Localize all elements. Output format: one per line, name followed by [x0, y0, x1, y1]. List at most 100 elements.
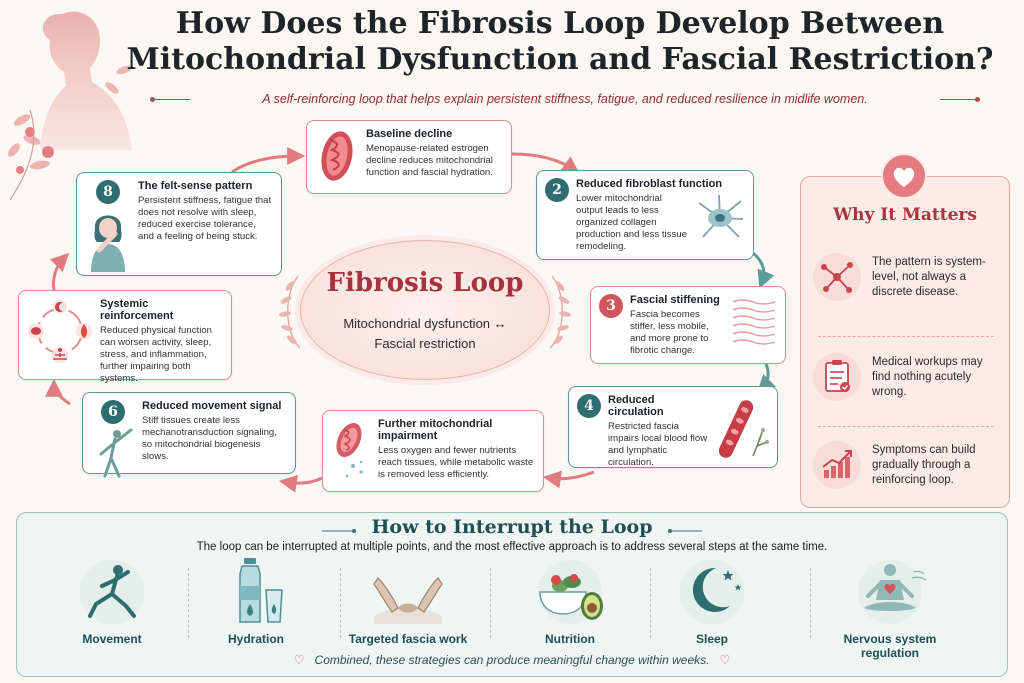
trend-up-icon [813, 441, 861, 489]
step-4-title: Reduced circulation [608, 394, 664, 418]
strategy-separator-1 [188, 568, 189, 638]
why-item-2-text: Medical workups may find nothing acutely… [872, 355, 983, 398]
massage-hands-icon [373, 577, 443, 624]
strategy-sleep-label: Sleep [695, 632, 728, 646]
why-item-2: Medical workups may find nothing acutely… [812, 352, 1002, 402]
step-4-card: 4 Reduced circulation Restricted fascia … [568, 386, 778, 468]
arrow-8-to-baseline [231, 147, 306, 174]
step-3-number: 3 [599, 294, 623, 318]
strategy-movement: Movement [42, 556, 182, 646]
arrow-4-to-5 [542, 470, 595, 489]
network-icon [813, 253, 861, 301]
strategy-nervous-system-label: Nervous system regulation [843, 632, 937, 660]
water-bottle-icon [239, 558, 283, 623]
strategy-fascia-work: Targeted fascia work [338, 556, 478, 646]
heart-outline-icon: ♡ [293, 653, 305, 667]
strategy-nutrition-label: Nutrition [545, 632, 595, 646]
why-item-1-text: The pattern is system-level, not always … [872, 255, 986, 298]
interrupt-loop-subtitle: The loop can be interrupted at multiple … [196, 541, 828, 553]
title-divider-decoration [322, 529, 702, 533]
strategy-separator-2 [340, 568, 341, 638]
step-2-number: 2 [545, 178, 569, 202]
why-item-3-text: Symptoms can build gradually through a r… [872, 443, 976, 486]
woman-silhouette-icon [8, 11, 132, 201]
step-7-body: Reduced physical function can worsen act… [100, 325, 212, 384]
fascia-fibers-icon [732, 299, 776, 345]
salad-bowl-icon [538, 560, 603, 624]
step-7-title: Systemic reinforcement [100, 298, 174, 322]
arrow-6-to-7 [45, 378, 71, 406]
subtitle-row: A self-reinforcing loop that helps expla… [150, 92, 980, 106]
step-baseline-body: Menopause-related estrogen decline reduc… [366, 143, 493, 178]
step-6-body: Stiff tissues create less mechanotransdu… [142, 415, 277, 462]
step-5-title: Further mitochondrial impairment [378, 418, 493, 442]
divider-left [150, 96, 190, 102]
page-title: How Does the Fibrosis Loop Develop Betwe… [120, 6, 1000, 78]
center-subtitle-line-1: Mitochondrial dysfunction ↔ [343, 316, 507, 331]
laurel-right-icon [549, 275, 571, 349]
title-line-2: Mitochondrial Dysfunction and Fascial Re… [126, 42, 994, 77]
arrow-2-to-3 [751, 250, 775, 289]
fibroblast-cell-icon [698, 194, 744, 238]
step-6-number: 6 [101, 400, 125, 424]
strategy-movement-label: Movement [82, 632, 142, 646]
step-6-card: 6 Reduced movement signal Stiff tissues … [82, 392, 296, 478]
why-it-matters-title: Why It Matters [833, 205, 977, 225]
arrow-3-to-4 [756, 363, 777, 394]
step-baseline-title: Baseline decline [366, 128, 453, 140]
step-2-title: Reduced fibroblast function [576, 178, 723, 190]
laurel-left-icon [279, 275, 301, 349]
stressed-woman-icon [91, 215, 125, 272]
strategy-sleep: Sleep [642, 556, 782, 646]
arrow-baseline-to-2 [511, 152, 580, 175]
step-3-title: Fascial stiffening [630, 294, 720, 306]
heart-icon [881, 153, 927, 199]
step-8-body: Persistent stiffness, fatigue that does … [138, 195, 272, 242]
why-item-3: Symptoms can build gradually through a r… [812, 440, 1002, 490]
interrupt-loop-footer: ♡ Combined, these strategies can produce … [16, 653, 1008, 667]
moon-stars-icon [680, 560, 744, 624]
title-line-1: How Does the Fibrosis Loop Develop Betwe… [175, 6, 945, 41]
step-2-body: Lower mitochondrial output leads to less… [576, 193, 687, 252]
meditation-icon [858, 560, 927, 624]
interrupt-loop-panel [16, 512, 1008, 677]
step-4-body: Restricted fascia impairs local blood fl… [608, 421, 708, 468]
interrupt-loop-title: How to Interrupt the Loop [371, 516, 653, 538]
step-4-number: 4 [577, 394, 601, 418]
center-ellipse [300, 240, 550, 380]
step-8-card: 8 The felt-sense pattern Persistent stif… [76, 172, 282, 276]
step-7-card: Systemic reinforcement Reduced physical … [18, 290, 232, 384]
strategy-separator-5 [810, 568, 811, 638]
step-5-card: Further mitochondrial impairment Less ox… [322, 410, 544, 492]
why-item-1: The pattern is system-level, not always … [812, 252, 1002, 302]
mitochondrion-icon [321, 131, 353, 181]
page-subtitle: A self-reinforcing loop that helps expla… [262, 92, 868, 106]
center-title: Fibrosis Loop [326, 268, 524, 298]
stretching-figure-icon [99, 428, 133, 478]
center-subtitle-line-2: Fascial restriction [374, 336, 476, 351]
strategy-hydration: Hydration [186, 556, 326, 646]
strategy-nutrition: Nutrition [500, 556, 640, 646]
why-separator-1 [818, 336, 994, 337]
step-8-title: The felt-sense pattern [138, 180, 253, 192]
lunge-icon [80, 560, 144, 624]
divider-right [940, 96, 980, 102]
why-separator-2 [818, 426, 994, 427]
step-baseline-card: Baseline decline Menopause-related estro… [306, 120, 512, 194]
center-subtitle: Mitochondrial dysfunction ↔ Fascial rest… [300, 314, 550, 354]
clipboard-icon [813, 353, 861, 401]
strategy-separator-3 [490, 568, 491, 638]
blood-vessel-icon [719, 400, 769, 458]
step-5-body: Less oxygen and fewer nutrients reach ti… [378, 445, 534, 480]
step-8-number: 8 [96, 180, 120, 204]
step-3-card: 3 Fascial stiffening Fascia becomes stif… [590, 286, 786, 364]
strategy-separator-4 [650, 568, 651, 638]
arrow-5-to-6 [278, 474, 323, 493]
mitochondrion-fading-icon [336, 423, 363, 478]
step-6-title: Reduced movement signal [142, 400, 282, 412]
strategy-fascia-work-label: Targeted fascia work [348, 632, 468, 646]
footer-text: Combined, these strategies can produce m… [314, 653, 710, 667]
arrow-7-to-8 [49, 252, 70, 291]
step-3-body: Fascia becomes stiffer, less mobile, and… [630, 309, 709, 356]
systemic-cycle-icon [28, 300, 92, 363]
